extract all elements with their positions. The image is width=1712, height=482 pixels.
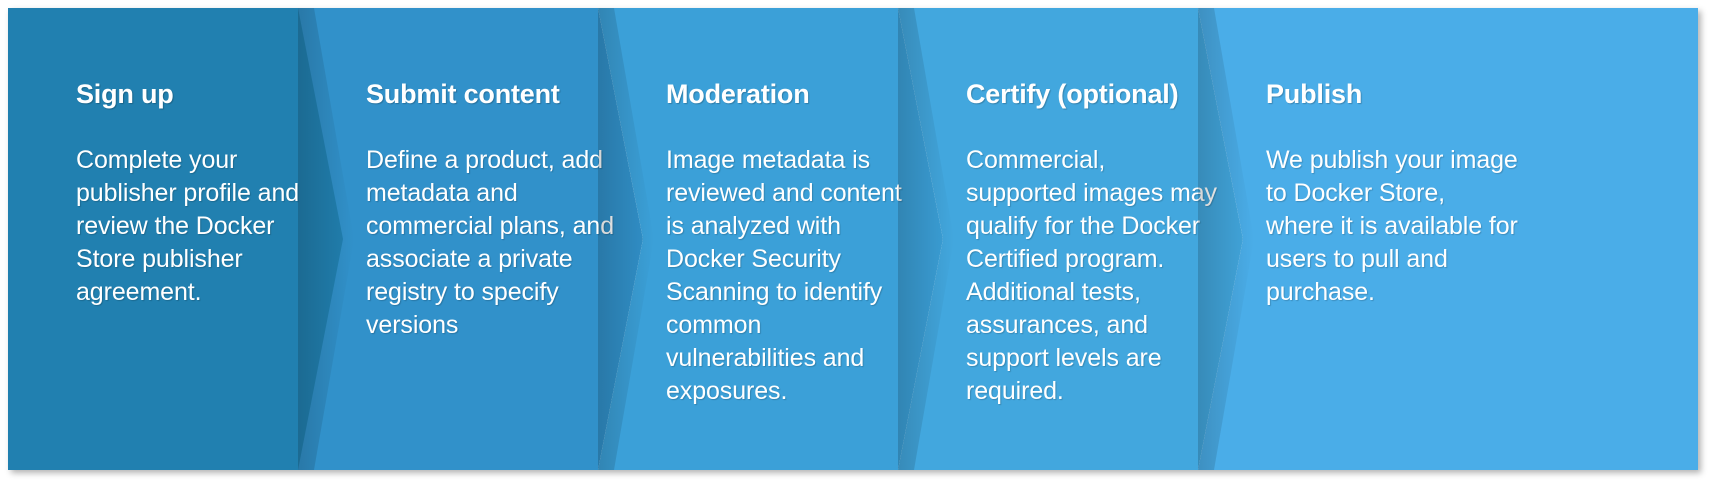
step-title-4: Certify (optional) <box>966 79 1179 109</box>
chevron-shape-4 <box>898 8 1243 470</box>
step-title-1: Sign up <box>76 79 174 109</box>
chevron-shape-1 <box>8 8 353 470</box>
step-content-1: Sign up Complete your publisher profile … <box>76 8 328 470</box>
step-title-3: Moderation <box>666 79 810 109</box>
chevron-strip: Sign up Complete your publisher profile … <box>8 8 1698 470</box>
step-body-2: Define a product, add metadata and comme… <box>366 146 621 339</box>
process-step-4[interactable]: Certify (optional) Commercial, supported… <box>898 8 1243 470</box>
process-step-2[interactable]: Submit content Define a product, add met… <box>298 8 643 470</box>
chevron-shape-2 <box>298 8 643 470</box>
process-step-1[interactable]: Sign up Complete your publisher profile … <box>8 8 353 470</box>
step-body-4: Commercial, supported images may qualify… <box>966 146 1217 405</box>
step-content-4: Certify (optional) Commercial, supported… <box>966 8 1218 470</box>
chevron-shape-3 <box>598 8 943 470</box>
step-content-5: Publish We publish your image to Docker … <box>1266 8 1518 470</box>
step-body-1: Complete your publisher profile and revi… <box>76 146 306 306</box>
step-content-2: Submit content Define a product, add met… <box>366 8 618 470</box>
diagram-frame: Sign up Complete your publisher profile … <box>8 8 1698 470</box>
step-content-3: Moderation Image metadata is reviewed an… <box>666 8 918 470</box>
process-step-3[interactable]: Moderation Image metadata is reviewed an… <box>598 8 943 470</box>
step-body-3: Image metadata is reviewed and content i… <box>666 146 909 405</box>
chevron-shape-5 <box>1198 8 1698 470</box>
step-title-2: Submit content <box>366 79 560 109</box>
process-step-5[interactable]: Publish We publish your image to Docker … <box>1198 8 1698 470</box>
step-title-5: Publish <box>1266 79 1363 109</box>
step-body-5: We publish your image to Docker Store, w… <box>1266 146 1518 306</box>
